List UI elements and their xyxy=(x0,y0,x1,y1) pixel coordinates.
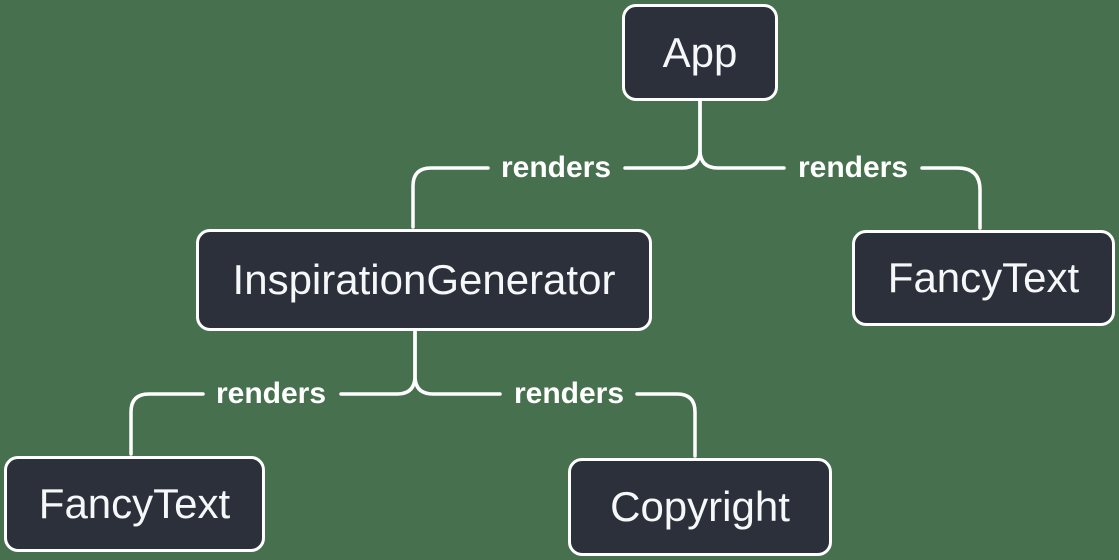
node-fancy-text-bottom-label: FancyText xyxy=(38,480,231,527)
edge-inspirationgenerator-to-copyright xyxy=(413,329,697,458)
edge-label-inspirationgenerator-copyright: renders xyxy=(513,377,625,410)
edge-label-app-inspirationgenerator: renders xyxy=(500,151,612,184)
node-inspiration-generator-label: InspirationGenerator xyxy=(232,256,616,303)
node-inspiration-generator: InspirationGenerator xyxy=(196,229,652,331)
node-app-label: App xyxy=(662,28,738,76)
node-fancy-text-top-label: FancyText xyxy=(887,254,1080,301)
edge-app-to-fancytext-top xyxy=(698,99,982,230)
edge-label-app-fancytext: renders xyxy=(797,151,909,184)
node-fancy-text-bottom: FancyText xyxy=(4,456,265,552)
node-copyright: Copyright xyxy=(568,458,832,556)
node-copyright-label: Copyright xyxy=(610,483,790,530)
edge-label-inspirationgenerator-fancytext: renders xyxy=(215,377,327,410)
node-fancy-text-top: FancyText xyxy=(852,230,1115,326)
node-app: App xyxy=(622,4,778,101)
